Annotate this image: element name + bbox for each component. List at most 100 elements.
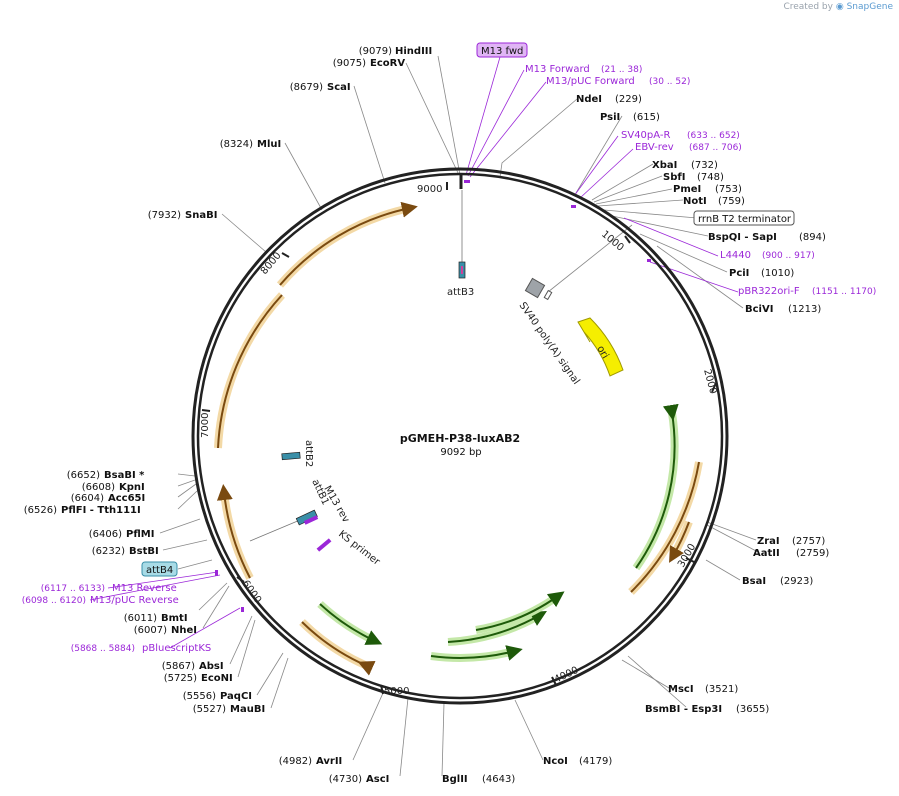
primer-range: (1151 .. 1170) (812, 287, 876, 297)
enzyme-pos: (3655) (736, 704, 769, 715)
attb3-mark (461, 266, 463, 274)
enzyme-pos: (7932) (148, 210, 181, 221)
enzyme-pos: (6604) (71, 493, 104, 504)
enzyme-pos: (894) (799, 232, 826, 243)
enzyme-pos: (8324) (220, 139, 253, 150)
primer-range: (5868 .. 5884) (71, 644, 135, 654)
enzyme-name: Acc65I (108, 493, 145, 504)
plasmid-length: 9092 bp (440, 447, 481, 458)
enzyme-pos: (2759) (796, 548, 829, 559)
tick-5000: 5000 (384, 686, 409, 697)
orf-arcs-orange (214, 201, 703, 676)
enzyme-name: ScaI (327, 82, 351, 93)
ori-feature (577, 317, 624, 377)
plasmid-name: pGMEH-P38-luxAB2 (400, 432, 520, 445)
enzyme-name: NcoI (543, 756, 568, 767)
enzyme-name: AatII (753, 548, 780, 559)
enzyme-pos: (229) (615, 94, 642, 105)
enzyme-name: BsaI (742, 576, 766, 587)
backbone-inner (196, 172, 724, 700)
enzyme-pos: (759) (718, 196, 745, 207)
enzyme-name: PaqCI (220, 691, 252, 702)
enzyme-name: BglII (442, 774, 468, 785)
primer-name: L4440 (720, 250, 751, 261)
enzyme-pos: (9079) (359, 46, 392, 57)
primer-range: (6098 .. 6120) (22, 596, 86, 606)
enzyme-pos: (2923) (780, 576, 813, 587)
m13rev-feature (303, 515, 319, 525)
enzyme-pos: (6526) (24, 505, 57, 516)
primer-name: SV40pA-R (621, 130, 670, 141)
enzyme-pos: (615) (633, 112, 660, 123)
tick-1000: 1000 (599, 229, 626, 254)
ks-primer-label: KS primer (336, 529, 382, 569)
enzyme-name: NotI (683, 196, 707, 207)
enzyme-pos: (8679) (290, 82, 323, 93)
enzyme-labels: (9079) HindIII (9075) EcoRV (8679) ScaI … (24, 46, 830, 785)
scale-ticks (201, 182, 717, 695)
primer-name: M13/pUC Forward (546, 76, 635, 87)
primer-range: (30 .. 52) (649, 77, 690, 87)
m13-fwd-box (476, 42, 528, 58)
primer-range: (633 .. 652) (687, 131, 740, 141)
enzyme-pos: (5725) (164, 673, 197, 684)
primer-labels: M13 Forward (21 .. 38) M13/pUC Forward (… (22, 64, 877, 654)
credit-brand: SnapGene (846, 2, 893, 12)
enzyme-name: HindIII (395, 46, 432, 57)
enzyme-pos: (748) (697, 172, 724, 183)
sv40-polya-box (524, 277, 546, 299)
enzyme-name: KpnI (119, 482, 145, 493)
enzyme-pos: (1213) (788, 304, 821, 315)
enzyme-name: BstBI (129, 546, 159, 557)
enzyme-name: NheI (171, 625, 197, 636)
primer-leader-lines (89, 56, 739, 649)
enzyme-pos: (4179) (579, 756, 612, 767)
enzyme-name: BsaBI * (104, 470, 145, 481)
enzyme-pos: (6011) (124, 613, 157, 624)
enzyme-name: PmeI (673, 184, 701, 195)
m13-fwd-label: M13 fwd (481, 46, 523, 57)
primer-name: M13 Forward (525, 64, 590, 75)
enzyme-name: ZraI (757, 536, 780, 547)
attb4-box (141, 561, 178, 577)
enzyme-name: MluI (257, 139, 281, 150)
enzyme-name: SbfI (663, 172, 685, 183)
enzyme-name: BciVI (745, 304, 773, 315)
credit-prefix: Created by (783, 2, 833, 12)
primer-range: (6117 .. 6133) (41, 584, 105, 594)
enzyme-pos: (5867) (162, 661, 195, 672)
enzyme-name: PflMI (126, 529, 154, 540)
enzyme-pos: (4982) (279, 756, 312, 767)
ks-primer-feature (316, 538, 332, 552)
enzyme-name: BspQI - SapI (708, 232, 777, 243)
primer-range: (21 .. 38) (601, 65, 642, 75)
attb3-label: attB3 (447, 287, 474, 298)
enzyme-pos: (5556) (183, 691, 216, 702)
primer-name: pBluescriptKS (142, 643, 211, 654)
enzyme-pos: (4643) (482, 774, 515, 785)
enzyme-pos: (6232) (92, 546, 125, 557)
enzyme-pos: (753) (715, 184, 742, 195)
snapgene-logo: ◉ (835, 2, 844, 12)
enzyme-name: MauBI (230, 704, 265, 715)
orf-arcs-green (317, 403, 679, 662)
primer-range: (900 .. 917) (762, 251, 815, 261)
sv40-polya-label: SV40 poly(A) signal (517, 300, 582, 386)
enzyme-pos: (6652) (67, 470, 100, 481)
enzyme-name: AvrII (316, 756, 342, 767)
attb2-label: attB2 (303, 440, 314, 467)
enzyme-name: PflFI - Tth111I (61, 505, 141, 516)
enzyme-name: BsmBI - Esp3I (645, 704, 722, 715)
enzyme-pos: (732) (691, 160, 718, 171)
primer-marks (215, 180, 651, 612)
tick-7000: 7000 (200, 413, 211, 438)
enzyme-name: EcoNI (201, 673, 233, 684)
attb4-label: attB4 (146, 565, 173, 576)
enzyme-name: PciI (729, 268, 749, 279)
primer-range: (687 .. 706) (689, 143, 742, 153)
primer-name: pBR322ori-F (738, 286, 800, 297)
enzyme-name: SnaBI (185, 210, 217, 221)
tick-9000: 9000 (417, 184, 442, 195)
tick-2000: 2000 (701, 368, 718, 395)
